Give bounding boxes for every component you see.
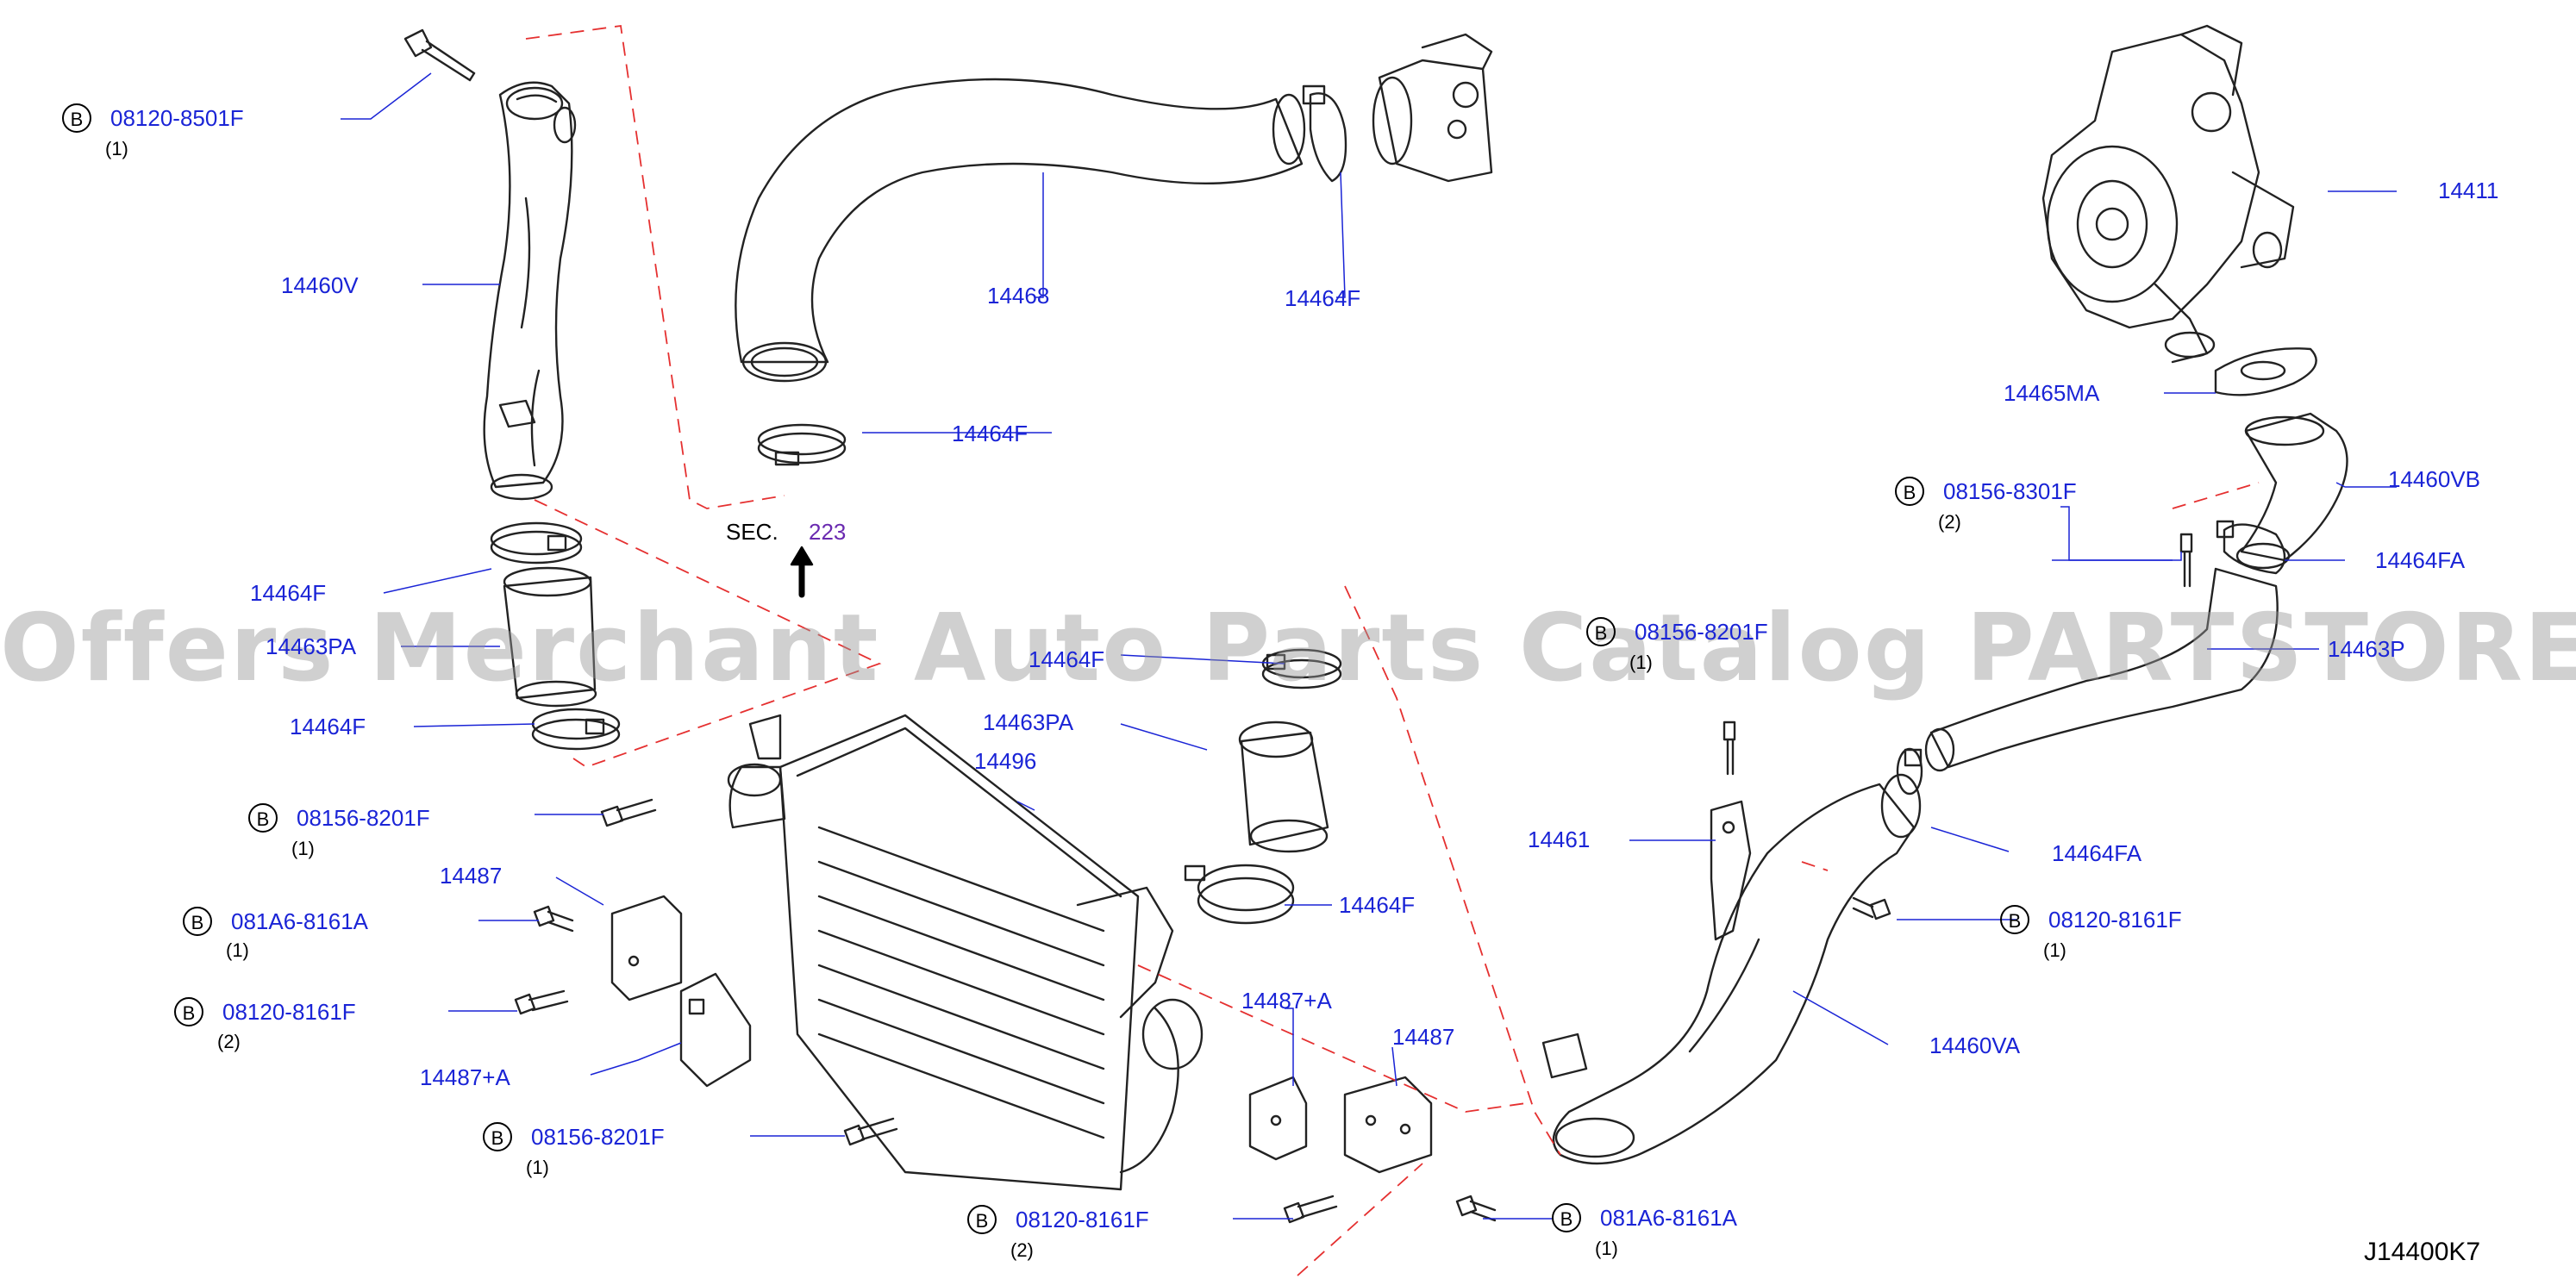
part-label-14487-mid[interactable]: 14487 — [1392, 1024, 1455, 1050]
bolt-code[interactable]: 08120-8161F — [2048, 907, 2182, 933]
bolt-badge: B — [1895, 477, 1924, 506]
bolt-qty: (1) — [526, 1157, 549, 1178]
watermark-text: Offers Merchant Auto Parts Catalog PARTS… — [0, 595, 2576, 702]
part-label-14464f-hose[interactable]: 14464F — [952, 421, 1029, 446]
bolt-badge: B — [248, 803, 278, 833]
part-label-14464f-left1[interactable]: 14464F — [250, 580, 327, 606]
part-label-14487a-left[interactable]: 14487+A — [420, 1064, 510, 1090]
throttle-body — [1372, 33, 1493, 183]
bolt-code[interactable]: 08156-8201F — [1635, 619, 1768, 645]
clamp-hose-top — [1302, 84, 1347, 183]
bolt-top-left — [403, 28, 476, 82]
bolt-badge: B — [2000, 905, 2029, 934]
bolt-code[interactable]: 08120-8501F — [110, 105, 244, 131]
clamp-mid-top — [1261, 648, 1342, 689]
bolts-small — [514, 533, 2193, 1224]
hose-14468 — [735, 78, 1306, 383]
bolt-badge: B — [967, 1205, 997, 1234]
part-label-14460vb[interactable]: 14460VB — [2388, 466, 2480, 492]
bolt-qty: (1) — [226, 939, 249, 961]
part-label-14464f-top[interactable]: 14464F — [1285, 285, 1361, 311]
pipe-14463p — [1924, 567, 2279, 772]
bolt-qty: (1) — [1595, 1238, 1618, 1259]
bolt-qty: (1) — [291, 838, 315, 859]
bolt-badge: B — [174, 997, 203, 1026]
bracket-14487-left — [610, 895, 683, 1001]
part-label-14463p[interactable]: 14463P — [2328, 636, 2405, 662]
clamp-hose-bottom — [757, 423, 847, 466]
bolt-code[interactable]: 08156-8201F — [531, 1124, 665, 1150]
section-ref-link[interactable]: 223 — [809, 519, 847, 545]
pipe-14460va — [1541, 773, 1922, 1165]
bracket-14487a-left — [679, 972, 752, 1088]
bolt-qty: (2) — [217, 1031, 241, 1052]
part-label-14411[interactable]: 14411 — [2438, 178, 2499, 203]
bolt-code[interactable]: 081A6-8161A — [1600, 1205, 1738, 1231]
bracket-14487-mid — [1343, 1076, 1433, 1174]
sleeve-mid-14463pa — [1238, 721, 1329, 853]
bolt-qty: (2) — [1938, 511, 1961, 533]
intercooler-14496 — [727, 714, 1204, 1191]
intake-pipe-14460v — [483, 81, 577, 501]
bolt-badge: B — [483, 1122, 512, 1151]
clamp-14464fa-mid — [1896, 747, 1923, 795]
bolt-qty: (1) — [105, 138, 128, 159]
bolt-qty: (2) — [1010, 1239, 1034, 1261]
clamp-left-1 — [490, 521, 583, 565]
clamp-mid-bottom — [1184, 864, 1295, 925]
part-label-14461[interactable]: 14461 — [1528, 827, 1591, 852]
bolt-code[interactable]: 08156-8301F — [1943, 478, 2077, 504]
part-label-14468[interactable]: 14468 — [987, 283, 1050, 309]
part-label-14464fa-mid[interactable]: 14464FA — [2052, 840, 2142, 866]
part-label-14463pa-mid[interactable]: 14463PA — [983, 709, 1074, 735]
section-ref-prefix: SEC. — [726, 519, 778, 545]
part-label-14487-left[interactable]: 14487 — [440, 863, 503, 889]
bolt-code[interactable]: 08156-8201F — [297, 805, 430, 831]
bracket-14487a-mid — [1248, 1076, 1308, 1161]
bolt-qty: (1) — [2043, 939, 2066, 961]
part-label-14463pa-left[interactable]: 14463PA — [266, 633, 357, 659]
bolt-code[interactable]: 081A6-8161A — [231, 908, 369, 934]
clamp-14464fa-top — [2216, 520, 2286, 575]
gasket-14465ma — [2214, 347, 2317, 396]
bolt-code[interactable]: 08120-8161F — [1016, 1207, 1149, 1232]
bolt-code[interactable]: 08120-8161F — [222, 999, 356, 1025]
pipe-14460vb — [2235, 412, 2348, 570]
bolt-badge: B — [1552, 1203, 1581, 1232]
turbocharger-14411 — [2041, 24, 2295, 364]
part-label-14465ma[interactable]: 14465MA — [2004, 380, 2100, 406]
part-label-14460v[interactable]: 14460V — [281, 272, 359, 298]
part-label-14464f-mid[interactable]: 14464F — [1029, 646, 1105, 672]
part-label-14464fa-top[interactable]: 14464FA — [2375, 547, 2466, 573]
part-label-14460va[interactable]: 14460VA — [1929, 1033, 2021, 1058]
part-label-14464f-left2[interactable]: 14464F — [290, 714, 366, 739]
bolt-badge: B — [62, 103, 91, 133]
bolt-badge: B — [1586, 617, 1616, 646]
bolt-badge: B — [183, 907, 212, 936]
part-label-14487a-mid[interactable]: 14487+A — [1241, 988, 1332, 1014]
part-label-14464f-mid2[interactable]: 14464F — [1339, 892, 1416, 918]
sleeve-left-14463pa — [503, 566, 597, 708]
bracket-14461 — [1710, 800, 1752, 941]
diagram-id: J14400K7 — [2364, 1238, 2481, 1266]
bolt-qty: (1) — [1629, 652, 1653, 673]
clamp-left-2 — [531, 708, 621, 751]
part-label-14496[interactable]: 14496 — [974, 748, 1037, 774]
